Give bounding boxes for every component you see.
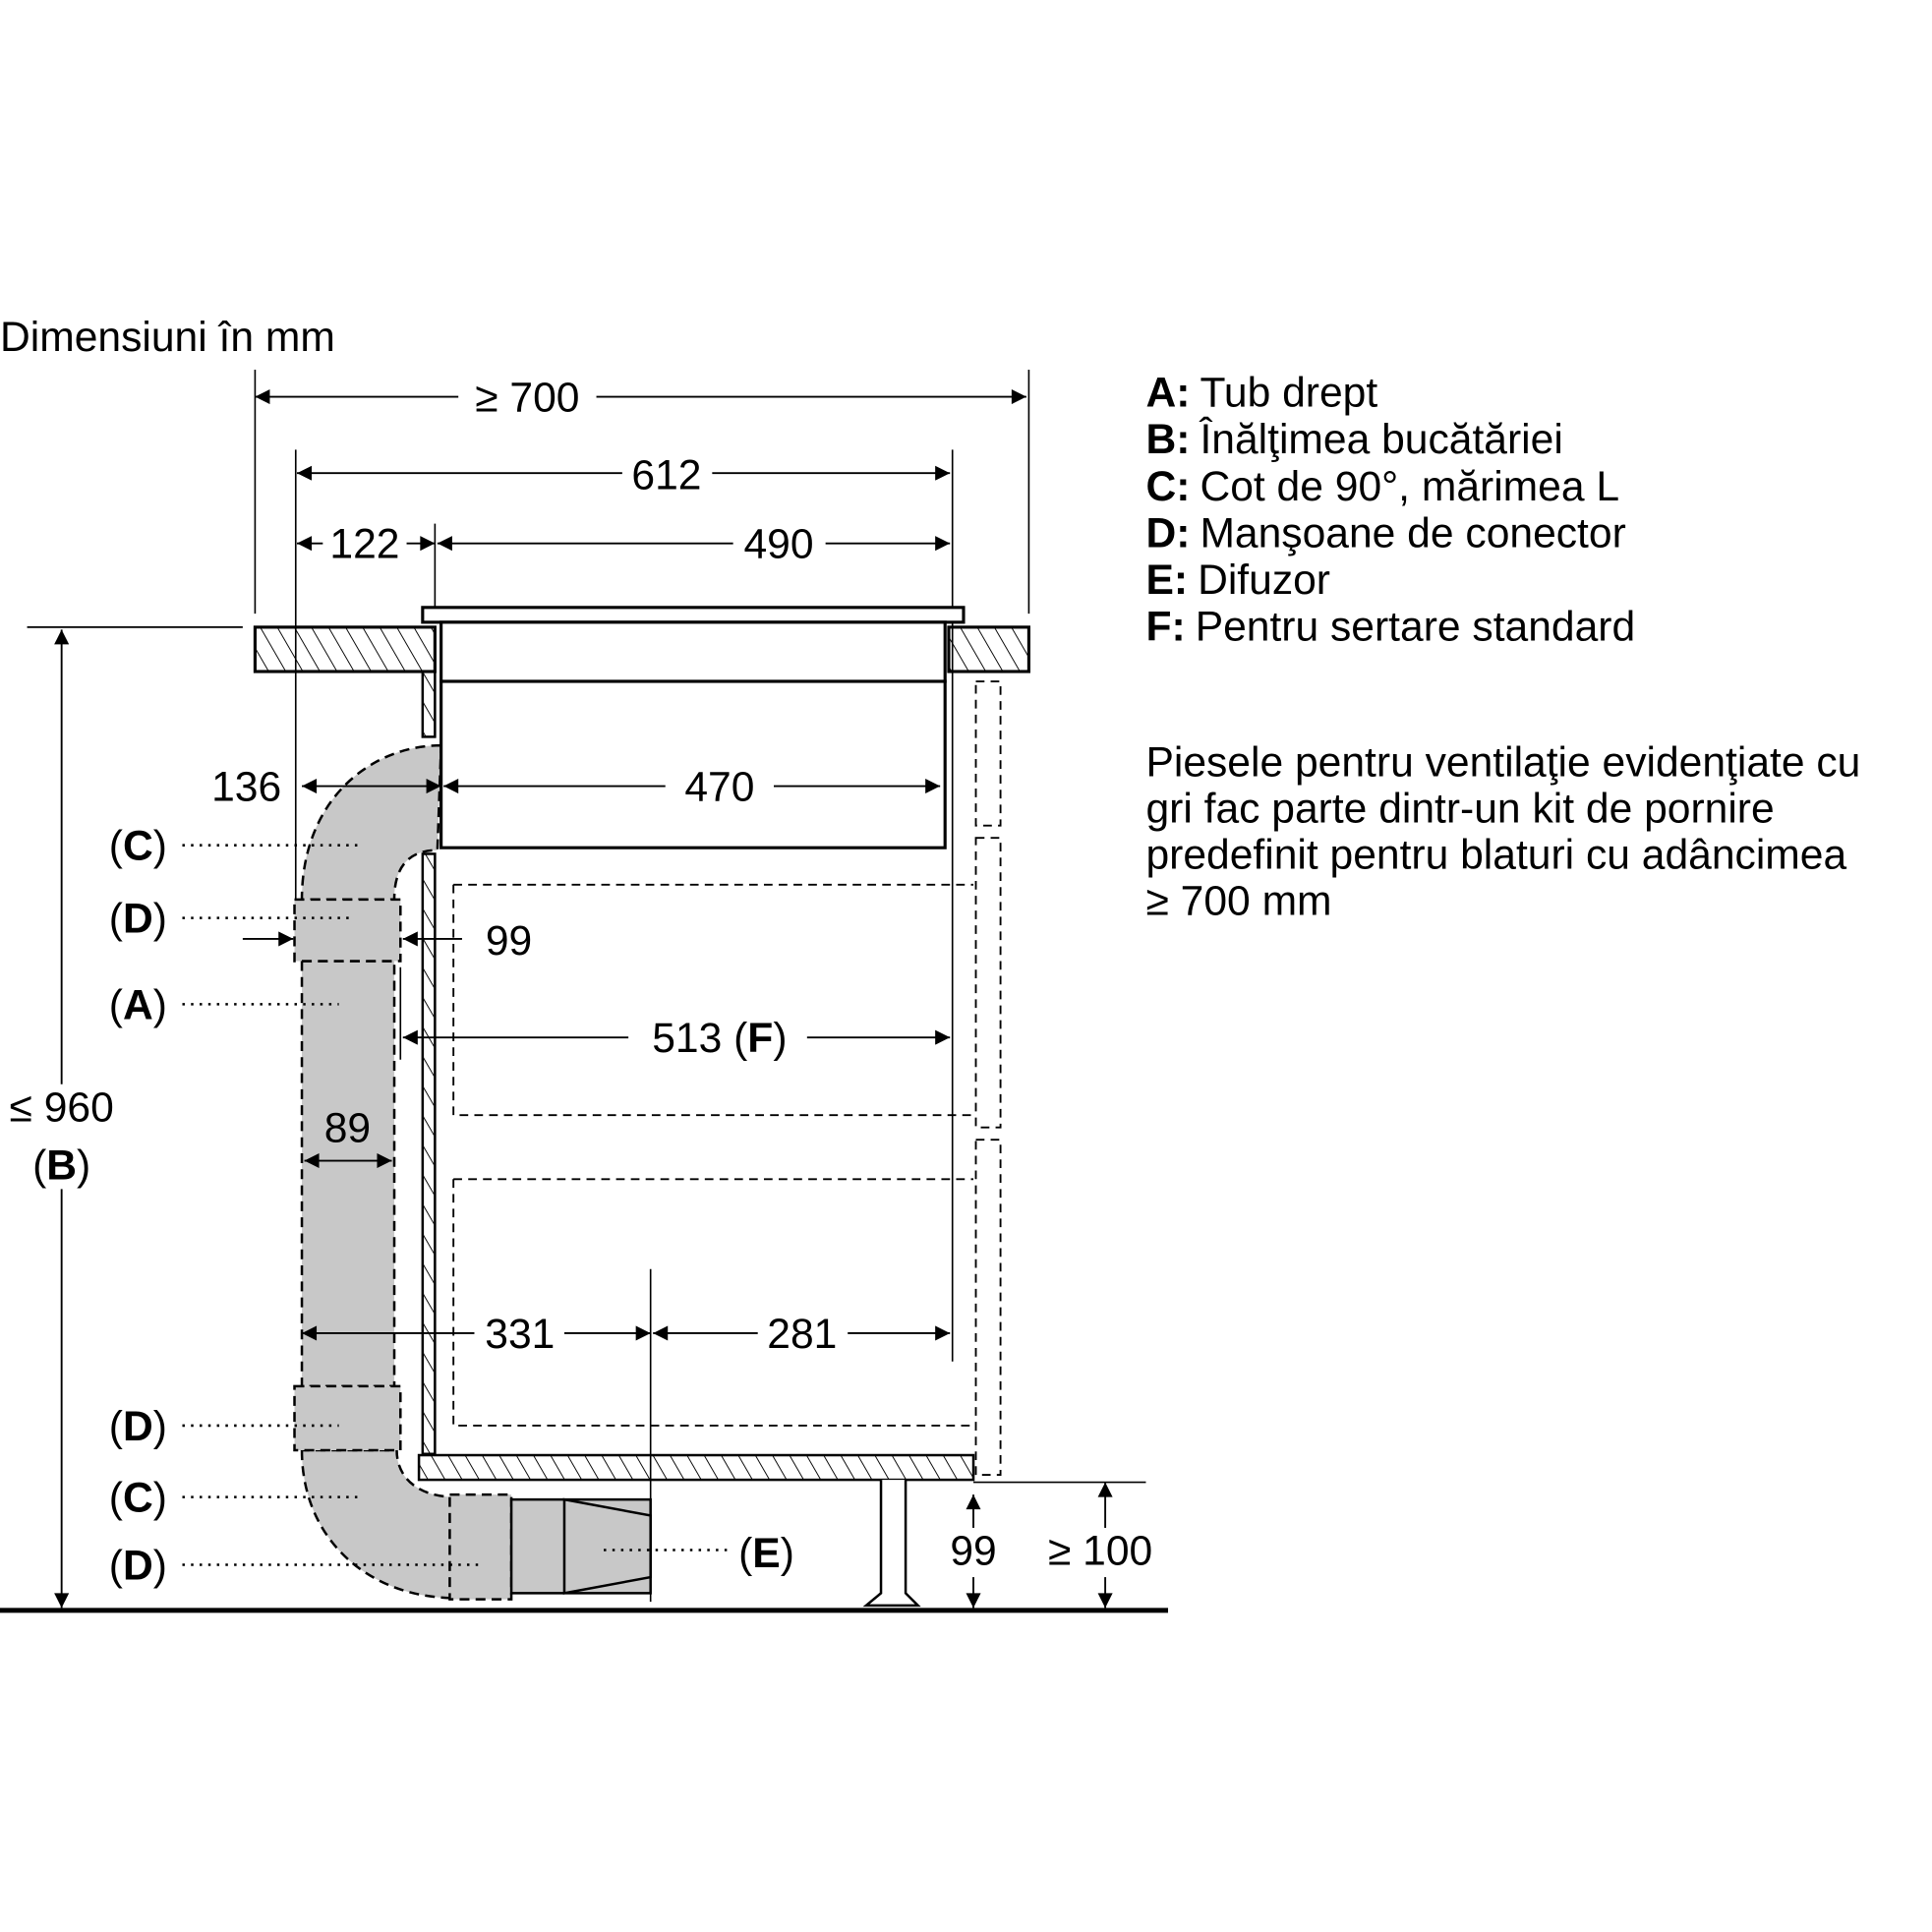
note-line: Piesele pentru ventilaţie evidenţiate cu	[1145, 739, 1860, 787]
legend-item: C:Cot de 90°, mărimea L	[1145, 463, 1619, 510]
dimension-470: 470	[684, 764, 754, 811]
note: Piesele pentru ventilaţie evidenţiate cu…	[1145, 739, 1860, 925]
duct-kit	[293, 743, 513, 1601]
dimension-lines	[54, 389, 1113, 1609]
legend-text: Tub drept	[1200, 370, 1377, 417]
legend-text: Pentru sertare standard	[1196, 604, 1635, 651]
dimension-99b: 99	[950, 1528, 996, 1575]
note-line: predefinit pentru blaturi cu adâncimea	[1145, 831, 1846, 878]
note-line: gri fac parte dintr-un kit de pornire	[1145, 786, 1774, 833]
drawers	[452, 680, 1002, 1477]
dimension-value: 513 (	[652, 1015, 747, 1062]
part-label-a: (A)	[109, 981, 167, 1028]
part-label-e: (E)	[738, 1530, 794, 1577]
part-label-d3: (D)	[109, 1543, 167, 1590]
straight-tube	[300, 960, 396, 1388]
dimension-122: 122	[329, 521, 399, 568]
dimension-513: 513 (F)	[652, 1015, 787, 1062]
connector-sleeve-mid	[293, 1384, 402, 1452]
connector-sleeve-bottom	[448, 1493, 513, 1601]
legend-text: Manşoane de conector	[1200, 509, 1625, 556]
dimension-136: 136	[211, 764, 281, 811]
part-letter: E	[752, 1530, 780, 1577]
legend-key: C:	[1145, 463, 1190, 510]
cabinet-foot	[862, 1480, 921, 1608]
countertop	[253, 625, 1030, 673]
dimension-ref: F	[747, 1015, 773, 1062]
extension-lines	[27, 369, 1146, 1603]
part-letter: A	[123, 981, 153, 1028]
part-letter: D	[123, 896, 153, 943]
dimension-ref: B	[46, 1142, 77, 1189]
dimension-960: ≤ 960	[10, 1083, 114, 1131]
diffuser	[509, 1497, 652, 1595]
legend-item: B:Înălţimea bucătăriei	[1145, 416, 1562, 463]
note-line: ≥ 700 mm	[1145, 877, 1331, 924]
dimension-labels: ≥ 700 612 122 490 136 470 99 89 331 281 99 ≥ 100 ≤ 9…	[10, 375, 1153, 1575]
legend-text: Cot de 90°, mărimea L	[1200, 463, 1619, 510]
part-letter: D	[123, 1543, 153, 1590]
part-letter: C	[123, 823, 153, 870]
legend-text: Înălţimea bucătăriei	[1199, 416, 1562, 463]
legend-key: F:	[1145, 604, 1185, 651]
legend-item: D:Manşoane de conector	[1145, 509, 1625, 556]
dimension-100: ≥ 100	[1048, 1528, 1152, 1575]
part-label-d1: (D)	[109, 896, 167, 943]
dimension-281: 281	[767, 1311, 837, 1358]
dimension-490: 490	[743, 521, 813, 568]
dimension-700: ≥ 700	[475, 375, 579, 422]
legend-key: A:	[1145, 370, 1190, 417]
title: Dimensiuni în mm	[0, 314, 335, 361]
dimension-paren: )	[773, 1015, 787, 1062]
part-label-d2: (D)	[109, 1403, 167, 1450]
connector-sleeve-top	[293, 898, 402, 963]
elbow-top	[300, 743, 442, 902]
part-letter: C	[123, 1475, 153, 1522]
dimension-612: 612	[631, 452, 701, 499]
legend-key: E:	[1145, 556, 1188, 604]
legend-item: A:Tub drept	[1145, 370, 1377, 417]
legend-key: B:	[1145, 416, 1190, 463]
part-label-c2: (C)	[109, 1475, 167, 1522]
cabinet	[417, 670, 975, 1482]
dimension-99a: 99	[486, 917, 532, 965]
dimension-b-label: (B)	[32, 1142, 90, 1189]
part-label-c1: (C)	[109, 823, 167, 870]
legend-text: Difuzor	[1198, 556, 1330, 604]
legend-item: E:Difuzor	[1145, 556, 1330, 604]
dimension-89: 89	[324, 1105, 371, 1152]
legend-key: D:	[1145, 509, 1190, 556]
part-labels: (C) (D) (A) (D) (C) (D) (E)	[109, 823, 794, 1590]
legend-item: F:Pentru sertare standard	[1145, 604, 1635, 651]
hob	[421, 606, 966, 849]
elbow-bottom	[300, 1448, 457, 1600]
dimension-331: 331	[485, 1311, 555, 1358]
part-letter: D	[123, 1403, 153, 1450]
